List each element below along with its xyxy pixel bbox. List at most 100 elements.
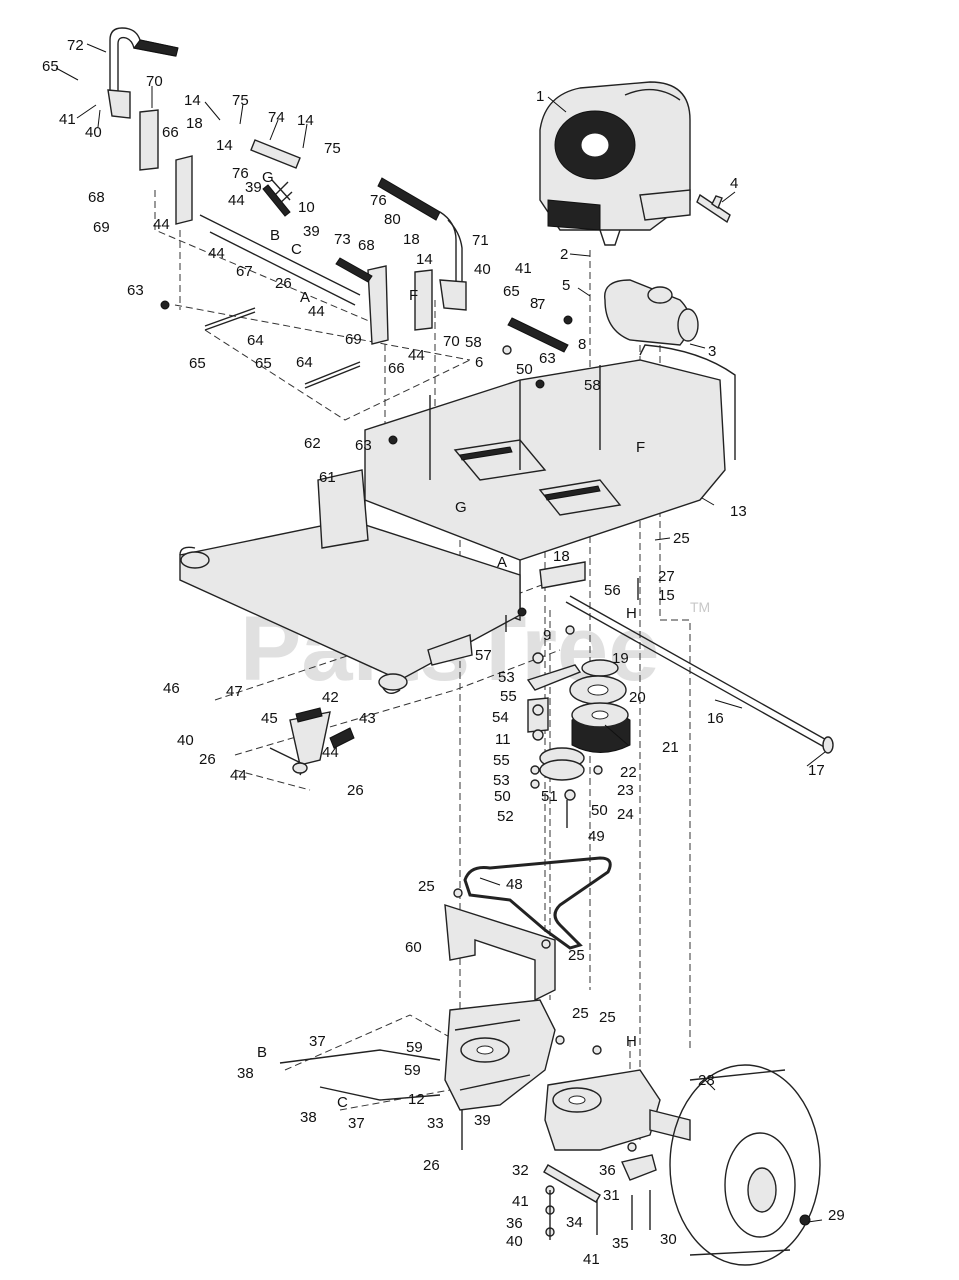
callout-3: 3 [708,343,716,360]
callout-15: 15 [658,587,675,604]
ref-letter-g: G [455,499,467,516]
callout-42: 42 [322,689,339,706]
callout-14: 14 [297,112,314,129]
callout-14: 14 [184,92,201,109]
callout-70: 70 [443,333,460,350]
callout-65: 65 [42,58,59,75]
callout-27: 27 [658,568,675,585]
watermark-trademark: TM [690,599,710,615]
mounting-bracket [444,904,556,1002]
callout-75: 75 [232,92,249,109]
callout-12: 12 [408,1091,425,1108]
callout-25: 25 [568,947,585,964]
callout-13: 13 [730,503,747,520]
ref-letter-c: C [291,241,302,258]
callout-8: 8 [530,295,538,312]
callout-41: 41 [59,111,76,128]
callout-44: 44 [228,192,245,209]
callout-44: 44 [153,216,170,233]
callout-26: 26 [423,1157,440,1174]
callout-44: 44 [230,767,247,784]
callout-labels: 72 65 41 40 70 14 75 74 14 66 18 14 75 7… [42,37,845,1268]
callout-64: 64 [296,354,313,371]
callout-50: 50 [591,802,608,819]
callout-45: 45 [261,710,278,727]
callout-2: 2 [560,246,568,263]
linkage-rods [279,1049,657,1203]
callout-68: 68 [88,189,105,206]
callout-20: 20 [629,689,646,706]
callout-53: 53 [498,669,515,686]
callout-76: 76 [232,165,249,182]
reference-letters: G B C A F G A F H B C H [257,169,645,1111]
linkage-bars [139,109,433,345]
callout-30: 30 [660,1231,677,1248]
callout-18: 18 [186,115,203,132]
callout-52: 52 [497,808,514,825]
callout-50: 50 [516,361,533,378]
callout-44: 44 [208,245,225,262]
callout-7: 7 [537,296,545,313]
callout-46: 46 [163,680,180,697]
callout-14: 14 [216,137,233,154]
callout-58: 58 [465,334,482,351]
callout-63: 63 [127,282,144,299]
fitting [696,193,731,224]
callout-50: 50 [494,788,511,805]
callout-41: 41 [583,1251,600,1268]
callout-16: 16 [707,710,724,727]
callout-72: 72 [67,37,84,54]
callout-65: 65 [503,283,520,300]
callout-51: 51 [541,788,558,805]
callout-74: 74 [268,109,285,126]
callout-66: 66 [388,360,405,377]
callout-44: 44 [308,303,325,320]
callout-55: 55 [500,688,517,705]
callout-40: 40 [177,732,194,749]
callout-47: 47 [226,683,243,700]
transaxle-right [544,1069,691,1151]
callout-60: 60 [405,939,422,956]
callout-29: 29 [828,1207,845,1224]
control-handle-left [107,27,179,119]
callout-70: 70 [146,73,163,90]
control-handle-right [377,177,467,311]
callout-56: 56 [604,582,621,599]
callout-66: 66 [162,124,179,141]
callout-40: 40 [85,124,102,141]
callout-38: 38 [300,1109,317,1126]
callout-43: 43 [359,710,376,727]
callout-10: 10 [298,199,315,216]
callout-9: 9 [543,627,551,644]
callout-14: 14 [416,251,433,268]
callout-35: 35 [612,1235,629,1252]
callout-38: 38 [237,1065,254,1082]
ref-letter-h: H [626,1033,637,1050]
callout-25: 25 [418,878,435,895]
callout-26: 26 [347,782,364,799]
callout-25: 25 [572,1005,589,1022]
callout-37: 37 [348,1115,365,1132]
callout-69: 69 [345,331,362,348]
callout-33: 33 [427,1115,444,1132]
callout-5: 5 [562,277,570,294]
callout-24: 24 [617,806,634,823]
callout-36: 36 [599,1162,616,1179]
callout-65: 65 [189,355,206,372]
ref-letter-f: F [636,439,645,456]
ref-letter-a: A [497,554,507,571]
callout-25: 25 [599,1009,616,1026]
callout-59: 59 [406,1039,423,1056]
callout-18: 18 [403,231,420,248]
callout-39: 39 [474,1112,491,1129]
muffler [604,279,699,346]
pedal-assembly [269,707,355,776]
callout-53: 53 [493,772,510,789]
callout-40: 40 [506,1233,523,1250]
callout-21: 21 [662,739,679,756]
callout-1: 1 [536,88,544,105]
callout-73: 73 [334,231,351,248]
rod [565,595,834,754]
callout-68: 68 [358,237,375,254]
